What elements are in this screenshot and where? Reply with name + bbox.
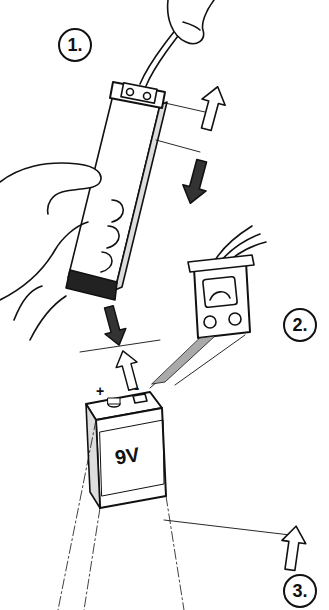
battery-clip [121,83,157,103]
battery-body [96,408,166,508]
guide-line [84,508,100,610]
battery-marking: 9V [114,444,141,468]
snap-terminal [144,93,151,100]
pull-arrow [195,84,230,133]
snap-terminal [204,316,216,328]
device-end [66,270,117,300]
guide-line [166,496,184,610]
step-number-text: 1. [67,35,82,56]
step-number: 1. [58,28,92,62]
leader-line [156,140,200,152]
leader-line [165,103,205,112]
clip-housing [194,262,250,338]
step-number: 3. [283,574,317,608]
hand-fingers [101,200,123,272]
battery-marking: - [134,380,139,396]
wrist-line [14,286,66,340]
push-arrow [98,304,129,348]
hand-fingers [168,0,214,44]
leader-line [150,335,245,388]
hand-thumb [0,163,101,214]
clip-contact [210,292,230,300]
battery-terminal [108,398,120,404]
battery-label [100,420,164,496]
step-number-text: 2. [292,315,307,336]
pull-arrow [179,158,214,207]
device-side [115,102,167,290]
device-body [68,95,160,290]
clip-rim [188,255,254,272]
step-number: 2. [283,308,317,342]
contact-band [152,336,215,384]
insert-arrow [278,525,308,572]
battery-side [86,404,100,508]
hand-fingers [183,22,200,30]
snap-terminal [229,313,241,325]
leader-line [164,520,290,535]
hand-palm [0,222,88,300]
device-cap [110,82,165,108]
battery-marking: + [96,384,104,398]
clip-window [203,276,238,307]
snap-terminal [127,89,134,96]
step-number-text: 3. [292,581,307,602]
guide-line [58,420,96,610]
